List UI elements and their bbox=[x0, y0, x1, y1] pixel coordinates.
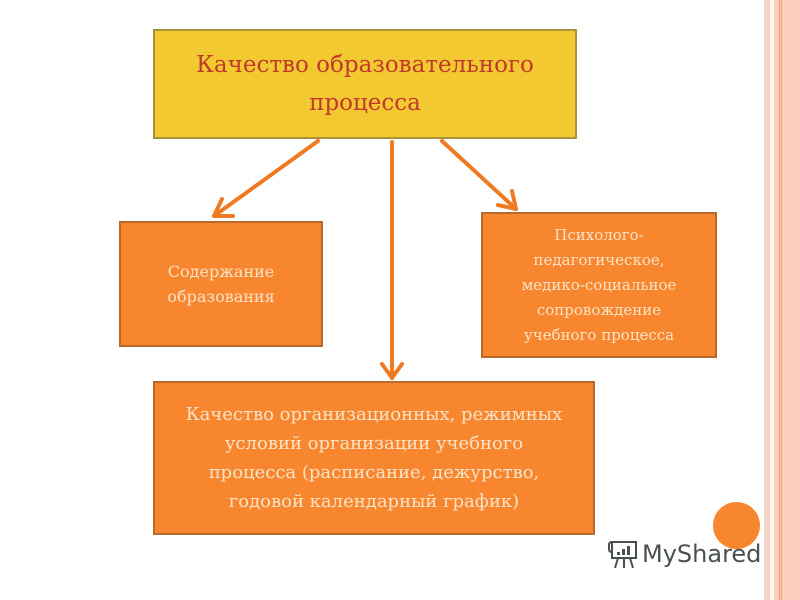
root-line-2: процесса bbox=[309, 90, 421, 116]
organization-line-4: годовой календарный график) bbox=[228, 491, 520, 512]
content-line-1: Содержание bbox=[167, 262, 275, 281]
support-line-5: учебного процесса bbox=[523, 325, 675, 344]
side-strip-light bbox=[764, 0, 770, 600]
side-strip-gap bbox=[770, 0, 774, 600]
side-strip-main bbox=[774, 0, 800, 600]
content-line-2: образования bbox=[167, 287, 275, 306]
arrow-to-content bbox=[212, 139, 320, 218]
organization-line-3: процесса (расписание, дежурство, bbox=[208, 462, 540, 483]
support-line-2: педагогическое, bbox=[533, 250, 665, 269]
organization-line-2: условий организации учебного bbox=[224, 433, 524, 454]
support-line-3: медико-социальное bbox=[521, 275, 677, 294]
child-node-organization: Качество организационных, режимных услов… bbox=[153, 381, 595, 535]
side-strip-line-1 bbox=[779, 0, 780, 600]
support-line-4: сопровождение bbox=[536, 300, 662, 319]
root-node-education-quality: Качество образовательного процесса bbox=[153, 29, 577, 139]
child-node-content: Содержание образования bbox=[119, 221, 323, 347]
child-node-support: Психолого- педагогическое, медико-социал… bbox=[481, 212, 717, 358]
arrow-to-support bbox=[440, 139, 518, 211]
support-line-1: Психолого- bbox=[554, 225, 644, 244]
organization-line-1: Качество организационных, режимных bbox=[185, 404, 563, 425]
decorative-orange-circle bbox=[713, 502, 760, 549]
root-line-1: Качество образовательного bbox=[196, 52, 534, 78]
presentation-board-icon bbox=[608, 541, 637, 569]
watermark-text: MyShared bbox=[642, 540, 762, 568]
side-strip-line-2 bbox=[781, 0, 782, 600]
watermark-logo: MyShared bbox=[608, 538, 761, 570]
